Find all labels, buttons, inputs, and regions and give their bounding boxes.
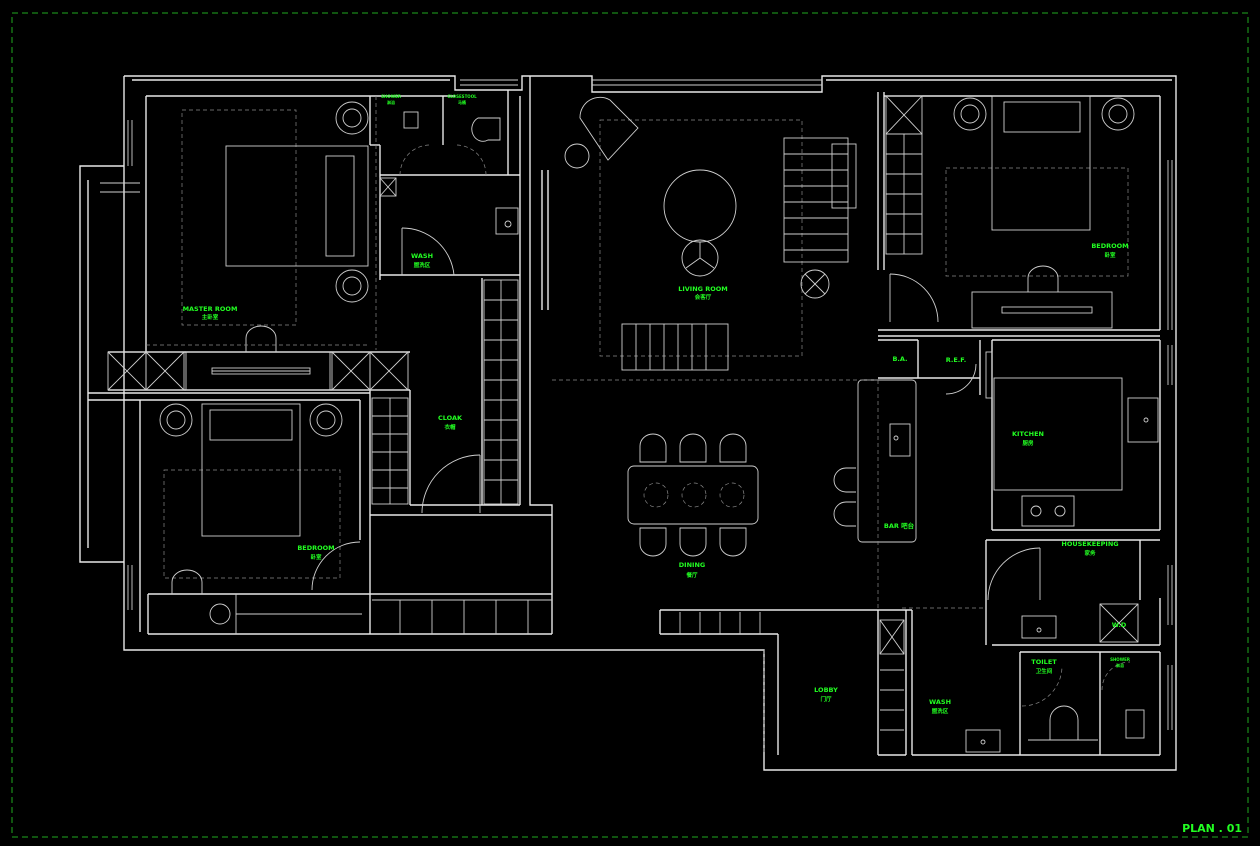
outer-walls	[79, 75, 1177, 771]
label-bar: BAR 吧台	[884, 521, 915, 530]
label-wd: W.D	[1112, 621, 1127, 629]
label-ref: R.E.F.	[946, 356, 966, 364]
label-toilet-cn: 卫生间	[1036, 667, 1053, 675]
label-lobby-en: LOBBY	[814, 686, 838, 694]
label-bedroom-right-cn: 卧室	[1104, 251, 1116, 259]
furniture	[107, 95, 1159, 755]
label-kitchen-cn: 厨房	[1022, 439, 1034, 447]
label-toilet-en: TOILET	[1031, 658, 1057, 666]
label-living-room-cn: 会客厅	[695, 293, 712, 301]
label-bedroom-left-cn: 卧室	[310, 553, 322, 561]
label-wash-guest-en: WASH	[929, 698, 951, 706]
label-lobby-cn: 门厅	[820, 695, 832, 703]
label-wash-main-en: WASH	[411, 252, 433, 260]
label-closestool-main-cn: 马桶	[458, 99, 466, 105]
label-dining-cn: 餐厅	[685, 571, 698, 579]
label-shower-guest-en: SHOWER	[1110, 657, 1130, 662]
label-bedroom-right-en: BEDROOM	[1091, 242, 1128, 250]
label-wash-main-cn: 盥洗区	[414, 261, 431, 269]
label-bedroom-left-en: BEDROOM	[297, 544, 334, 552]
label-cloak-en: CLOAK	[438, 414, 463, 422]
label-shower-guest-cn: 淋浴	[1116, 662, 1125, 668]
label-cloak-cn: 衣帽	[444, 423, 456, 431]
label-housekeeping-cn: 家务	[1084, 549, 1096, 557]
label-closestool-main-en: CLOSESTOOL	[447, 94, 477, 99]
label-kitchen-en: KITCHEN	[1012, 430, 1044, 438]
label-master-room-cn: 主卧室	[202, 313, 219, 321]
room-labels: MASTER ROOM 主卧室 SHOWER 淋浴 CLOSESTOOL 马桶 …	[183, 94, 1130, 715]
label-ba: B.A.	[892, 355, 907, 363]
label-shower-main-cn: 淋浴	[387, 99, 396, 105]
label-wash-guest-cn: 盥洗区	[932, 707, 949, 715]
label-shower-main-en: SHOWER	[381, 94, 401, 99]
interior-walls	[88, 76, 1161, 756]
label-housekeeping-en: HOUSEKEEPING	[1061, 540, 1118, 548]
label-dining-en: DINING	[679, 561, 705, 569]
plan-title: PLAN . 01	[1182, 822, 1242, 835]
label-master-room-en: MASTER ROOM	[183, 305, 238, 313]
label-living-room-en: LIVING ROOM	[678, 285, 728, 293]
